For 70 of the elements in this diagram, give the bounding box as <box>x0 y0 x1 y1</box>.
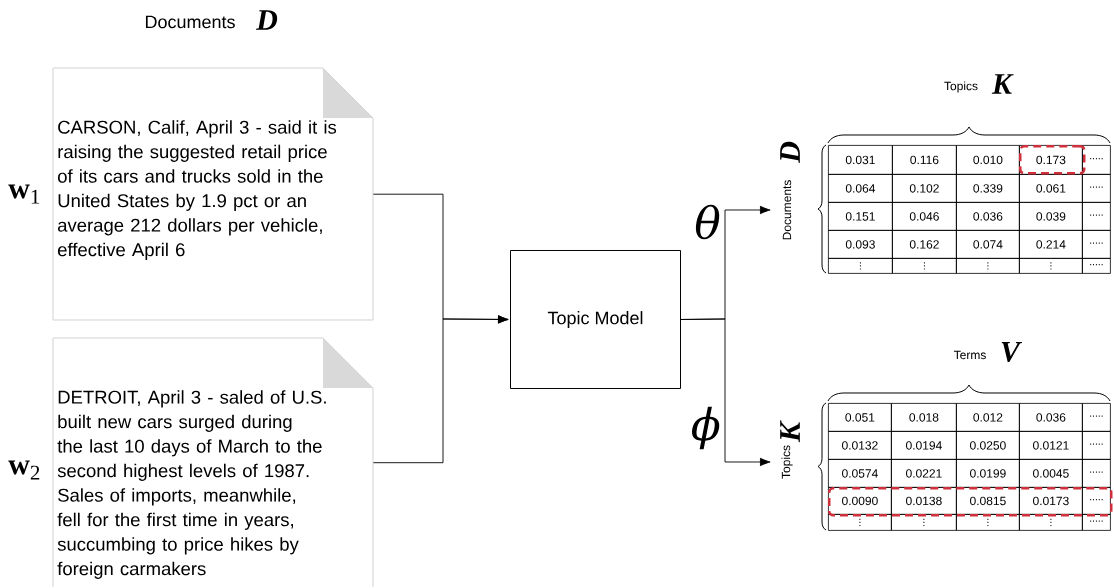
table-cell: ⋮ <box>956 514 1020 531</box>
node-label: DETROIT, April 3 - saled of U.S. built new cars surged during the last 10 days of March to the second highest levels of 1987. Sales of imports, meanwhile, fell for the first time in years, succumbing to price hikes by foreign carmakers <box>57 390 326 579</box>
table-cell: ····· <box>1082 431 1111 460</box>
math-symbol: K <box>991 74 1014 94</box>
document-card: CARSON, Calif, April 3 - said it is raising the suggested retail price of its cars and trucks sold in the United States by 1.9 pct or an average 212 dollars per vehicle, effective April 6 <box>52 67 374 321</box>
table-cell: 0.0132 <box>828 431 892 460</box>
header-label: Topics <box>944 81 978 93</box>
table-cell: 0.0250 <box>956 431 1020 460</box>
header-label: Topics <box>781 445 793 479</box>
table-cell: 0.046 <box>892 202 957 231</box>
table-cell: 0.0173 <box>1019 487 1083 515</box>
table-cell: 0.173 <box>1019 145 1083 175</box>
table-cell: 0.0090 <box>828 487 892 515</box>
table-cell: 0.074 <box>956 230 1020 259</box>
arrow <box>680 318 771 467</box>
table-cell: 0.102 <box>892 174 957 203</box>
table-cell: 0.012 <box>956 403 1020 432</box>
table-cell: 0.0045 <box>1019 459 1083 488</box>
table-cell: 0.151 <box>828 202 893 231</box>
table-cell: 0.116 <box>892 145 957 175</box>
document-card: DETROIT, April 3 - saled of U.S. built new cars surged during the last 10 days of March to the second highest levels of 1987. Sales of imports, meanwhile, fell for the first time in years, succumbing to price hikes by foreign carmakers <box>52 337 374 588</box>
table-cell: ⋮ <box>891 514 957 531</box>
table-cell: ⋮ <box>828 258 893 274</box>
header-label: Terms <box>953 350 986 360</box>
table-cell: 0.039 <box>1019 202 1083 231</box>
table-cell: ····· <box>1082 230 1111 259</box>
table-cell: 0.214 <box>1019 230 1083 259</box>
table-cell: 0.162 <box>892 230 957 259</box>
table-cell: 0.0138 <box>891 487 957 515</box>
table-cell: 0.0815 <box>956 487 1020 515</box>
table-cell: ⋮ <box>828 514 892 531</box>
heading-label: Documents <box>145 15 235 29</box>
table-cell: 0.0574 <box>828 459 892 488</box>
table-cell: 0.339 <box>956 174 1020 203</box>
table-cell: 0.036 <box>1019 403 1083 432</box>
table-cell: ····· <box>1082 202 1111 231</box>
table-cell: 0.010 <box>956 145 1020 175</box>
table-cell: ····· <box>1082 145 1111 175</box>
table-cell: 0.064 <box>828 174 893 203</box>
process-box: Topic Model <box>510 250 681 389</box>
table-cell: 0.0194 <box>891 431 957 460</box>
table-cell: ⋮ <box>1019 258 1083 274</box>
vector-label: w$_{1}$ <box>8 184 40 204</box>
table-cell: ····· <box>1082 258 1111 274</box>
table-cell: 0.051 <box>828 403 892 432</box>
table-cell: ⋮ <box>956 258 1020 274</box>
edge-label: ϕ <box>692 406 720 450</box>
vector-label: w$_{2}$ <box>8 460 40 480</box>
table-cell: ····· <box>1082 459 1111 488</box>
arrow <box>372 315 509 464</box>
table-cell: 0.093 <box>828 230 893 259</box>
edge-label: θ <box>695 204 720 240</box>
table-cell: 0.031 <box>828 145 893 175</box>
table-cell: 0.0121 <box>1019 431 1083 460</box>
math-symbol: D <box>255 10 278 30</box>
math-symbol: D <box>780 141 800 164</box>
table-cell: ····· <box>1082 403 1111 432</box>
math-symbol: V <box>1001 341 1023 363</box>
table-cell: 0.0221 <box>891 459 957 488</box>
table-cell: ⋮ <box>1019 514 1083 531</box>
table-cell: ····· <box>1082 487 1111 515</box>
math-symbol: K <box>780 420 800 443</box>
table-cell: 0.061 <box>1019 174 1083 203</box>
table-cell: ····· <box>1082 514 1111 531</box>
table-cell: 0.0199 <box>956 459 1020 488</box>
table-cell: 0.018 <box>891 403 957 432</box>
table-cell: 0.036 <box>956 202 1020 231</box>
header-label: Documents <box>782 180 792 240</box>
table-cell: ····· <box>1082 174 1111 203</box>
table-cell: ⋮ <box>892 258 957 274</box>
